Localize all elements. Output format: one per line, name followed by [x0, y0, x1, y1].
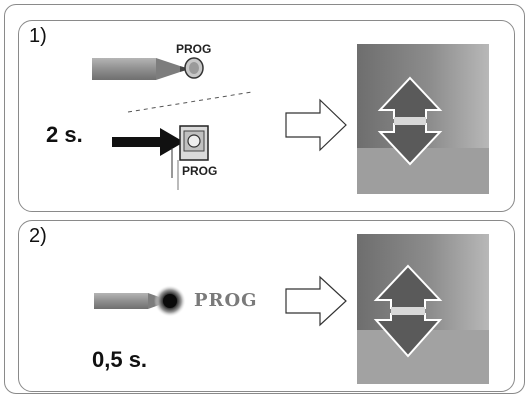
step-2-number: 2) — [29, 225, 47, 247]
duration-step-2: 0,5 s. — [92, 347, 148, 372]
pen-tip-icon-2 — [94, 293, 162, 309]
up-down-arrows-icon — [357, 44, 489, 194]
outline-arrow-icon — [285, 98, 347, 152]
prog-button-icon — [184, 57, 204, 79]
prog-label-top: PROG — [176, 42, 212, 56]
pen-tip-icon — [92, 58, 190, 80]
prog-label-step-2: PROG — [194, 290, 258, 311]
dashed-divider — [127, 91, 253, 113]
square-button-icon — [171, 125, 209, 190]
glowing-button-icon — [154, 285, 186, 317]
prog-label-bottom: PROG — [182, 164, 218, 178]
duration-step-1: 2 s. — [46, 122, 83, 147]
press-arrow-icon — [112, 128, 184, 156]
outline-arrow-icon-2 — [285, 275, 347, 327]
step-1-number: 1) — [29, 25, 47, 47]
up-down-arrows-icon-2 — [357, 234, 489, 384]
